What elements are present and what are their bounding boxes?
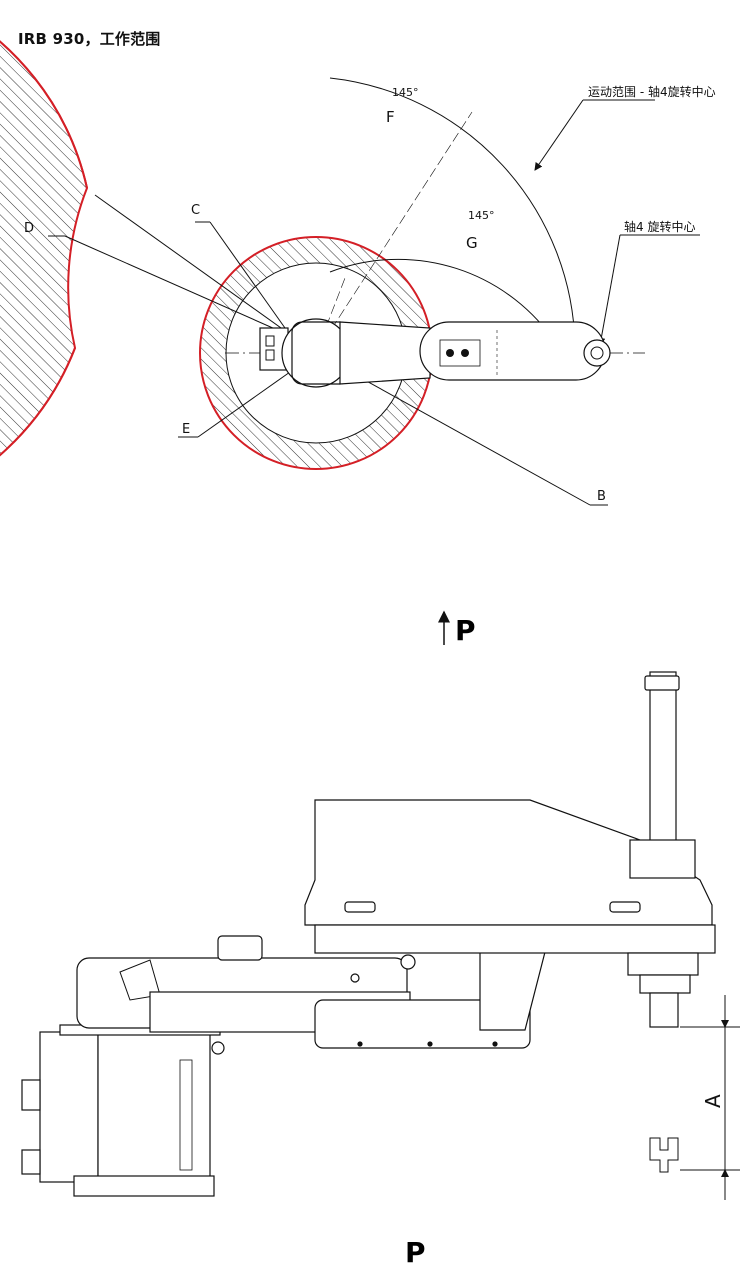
label-P-top: P: [455, 614, 476, 647]
label-D: D: [24, 221, 34, 236]
dimension-A: A: [680, 995, 740, 1200]
label-C: C: [191, 203, 200, 218]
robot-arm-top: [339, 321, 611, 385]
outer-work-area: [0, 40, 89, 457]
leader-C: [94, 194, 317, 354]
label-F: F: [386, 108, 395, 126]
base-cabinet: [39, 1031, 99, 1183]
upper-arm-body: [304, 799, 713, 926]
page-title: IRB 930，工作范围: [18, 30, 161, 48]
label-angle-outer: 145°: [392, 86, 419, 99]
top-view: 运动范围 - 轴4旋转中心 轴4 旋转中心 145° 145° F G B C …: [0, 40, 716, 647]
spline-shaft: [649, 671, 677, 843]
label-B: B: [597, 489, 606, 504]
label-P-bottom: P: [405, 1236, 426, 1269]
robot-base-top: [259, 318, 389, 388]
label-E: E: [182, 422, 190, 437]
label-motion-range-axis4: 运动范围 - 轴4旋转中心: [588, 84, 716, 99]
label-angle-inner: 145°: [468, 209, 495, 222]
label-A: A: [701, 1094, 725, 1108]
arc-F: [329, 77, 576, 346]
side-view: [21, 671, 716, 1197]
label-axis4-center: 轴4 旋转中心: [624, 219, 695, 234]
label-G: G: [466, 234, 478, 252]
arc-G: [329, 258, 558, 346]
